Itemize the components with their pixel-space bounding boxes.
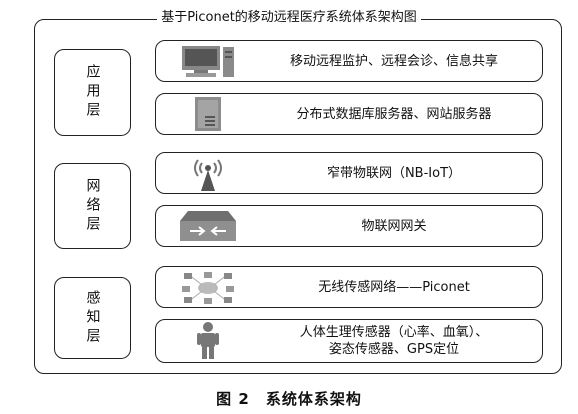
row-text: 人体生理传感器（心率、血氧）、 姿态传感器、GPS定位 <box>299 325 489 357</box>
row-text: 分布式数据库服务器、网站服务器 <box>296 106 492 122</box>
person-icon <box>178 322 238 359</box>
row-nb-iot: 窄带物联网（NB-IoT） <box>155 152 543 194</box>
row-wireless-sensor-network: 无线传感网络——Piconet <box>155 266 543 308</box>
piconet-icon <box>178 270 238 304</box>
antenna-tower-icon <box>178 156 238 191</box>
row-database-server: 分布式数据库服务器、网站服务器 <box>155 93 543 135</box>
gateway-icon <box>178 209 238 243</box>
layer-label-perception: 感知层 <box>54 277 131 359</box>
layer-label-network: 网络层 <box>54 163 131 249</box>
row-text: 窄带物联网（NB-IoT） <box>326 165 462 181</box>
figure-caption: 图 2 系统体系架构 <box>216 390 362 408</box>
layer-label-application: 应用层 <box>54 49 131 136</box>
row-text: 移动远程监护、远程会诊、信息共享 <box>289 53 498 69</box>
row-iot-gateway: 物联网网关 <box>155 205 543 247</box>
row-body-sensors: 人体生理传感器（心率、血氧）、 姿态传感器、GPS定位 <box>155 319 543 363</box>
server-icon <box>178 97 238 131</box>
computer-icon <box>178 44 238 78</box>
row-text: 无线传感网络——Piconet <box>318 279 470 295</box>
diagram-title: 基于Piconet的移动远程医疗系统体系架构图 <box>0 10 578 26</box>
row-text: 物联网网关 <box>361 218 427 234</box>
row-mobile-monitoring: 移动远程监护、远程会诊、信息共享 <box>155 40 543 82</box>
